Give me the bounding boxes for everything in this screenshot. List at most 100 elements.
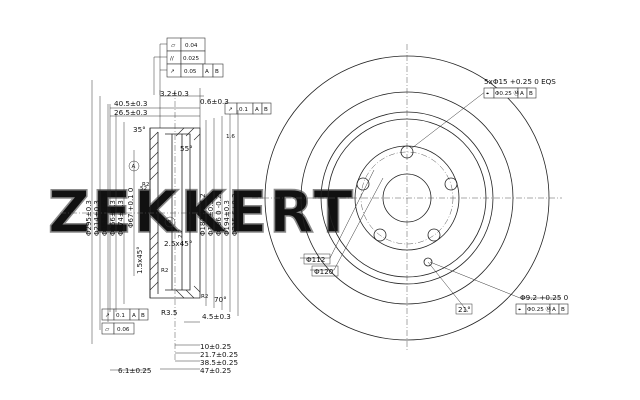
runout-side-ref-a: A — [255, 107, 259, 113]
bolt-hole-4 — [373, 228, 387, 242]
radius-4: R2 — [201, 294, 208, 300]
hole-position-value: Φ0.25 Ⓜ — [527, 305, 552, 313]
flatness-bottom-value: 0.06 — [117, 327, 130, 333]
small-dim-2-2: 2.2 — [178, 229, 184, 238]
hole-leader — [429, 261, 560, 299]
flatness-tolerance-frame-bottom: ▱ 0.06 — [101, 322, 135, 335]
left-dim-lines — [91, 80, 135, 344]
bore-label: Φ120 — [314, 267, 334, 276]
section-bottom-dimensions: 4.5±0.3 10±0.25 21.7±0.25 38.5±0.25 47±0… — [110, 312, 238, 375]
runout-side-value: 0.1 — [239, 107, 248, 113]
flatness-value: 0.04 — [185, 43, 198, 49]
bolt-hole-1 — [400, 145, 414, 159]
runout-tolerance-frame-top: ↗ 0.05 A B — [166, 63, 224, 78]
disc-front-view — [252, 44, 562, 352]
angle-box — [455, 303, 473, 315]
bore-leader — [310, 177, 384, 271]
dim-4-5: 4.5±0.3 — [202, 312, 231, 321]
dim-6-1: 6.1±0.25 — [118, 366, 151, 375]
dim-38-5: 38.5±0.25 — [200, 358, 238, 367]
angle-70: 70° — [214, 295, 227, 304]
dia-180: Φ180±0.3 — [207, 200, 215, 236]
dim-10: 10±0.25 — [200, 342, 231, 351]
hole-ref-a: A — [552, 307, 556, 313]
angle-35: 35° — [133, 125, 146, 134]
runout-bottom-value: 0.1 — [116, 313, 125, 319]
disc-cross-section: A B — [60, 90, 232, 360]
runout-side-ref-b: B — [264, 107, 268, 113]
datum-b-circle — [164, 216, 176, 228]
angle-label: 21° — [458, 305, 471, 314]
dia-166: Φ166±0.3 — [109, 200, 117, 236]
datum-b-label: B — [168, 220, 172, 226]
flatness-tolerance-frame: ▱ 0.04 — [166, 37, 206, 52]
parallelism-symbol: // — [170, 56, 174, 62]
bottom-dim-lines — [110, 321, 200, 371]
runout-bottom-ref-b: B — [141, 313, 145, 319]
runout-ref-b: B — [215, 69, 219, 75]
hole-ref-b: B — [561, 307, 565, 313]
hole-position-frame: ⌖ Φ0.25 Ⓜ A B — [515, 303, 569, 315]
front-view-labels: 5xΦ15 +0.25 0 EQS ⌖ Φ0.25 Ⓜ A B Φ112 Φ12… — [303, 77, 569, 315]
runout-value: 0.05 — [184, 69, 197, 75]
angle-leader — [427, 261, 469, 313]
flatness-symbol: ▱ — [171, 43, 176, 49]
dia-194: Φ194±0.3 — [223, 200, 231, 236]
dim-40-5: 40.5±0.3 — [114, 99, 147, 108]
vent-lines — [171, 134, 183, 290]
dia-67: Φ67 +0.1 0 — [127, 188, 135, 228]
dia-295: Φ295±0.3 — [85, 200, 93, 236]
right-dim-lines — [205, 110, 239, 316]
bolt-position-value: Φ0.25 Ⓜ — [495, 89, 520, 97]
locating-hole — [423, 257, 433, 267]
bolt-hole-5 — [356, 177, 370, 191]
dia-214: Φ214±0.3 — [93, 200, 101, 236]
friction-ring — [165, 133, 191, 291]
chamfer-2-5x45: 2.5x45° — [164, 239, 192, 248]
datum-a-label: A — [132, 164, 136, 170]
flatness-bottom-symbol: ▱ — [105, 327, 110, 333]
runout-tolerance-frame-side: ↗ 0.1 A B — [224, 102, 272, 115]
tolerance-frame-group-top: ▱ 0.04 // 0.025 ↗ 0.05 A B — [166, 37, 224, 78]
section-left-diameters: Φ295±0.3 Φ214±0.3 Φ196.5±0.3 Φ166±0.3 Φ1… — [85, 80, 135, 344]
small-dim-1-6: 1.6 — [226, 134, 235, 140]
dim-26-5: 26.5±0.3 — [114, 108, 147, 117]
tolerance-frame-group-bottom: ↗ 0.1 A B ▱ 0.06 — [101, 308, 149, 335]
dia-215-6: Φ215.6±0.3 — [231, 193, 239, 236]
dim-21-7: 21.7±0.25 — [200, 350, 238, 359]
parallelism-value: 0.025 — [183, 56, 199, 62]
top-dim-lines — [110, 95, 204, 117]
front-view-axes — [252, 44, 562, 352]
radius-1: R2 — [142, 182, 149, 188]
bolt-hole-3 — [427, 228, 441, 242]
runout-symbol: ↗ — [170, 69, 175, 75]
bolt-position-frame: ⌖ Φ0.25 Ⓜ A B — [483, 87, 537, 99]
section-hatching — [149, 127, 201, 299]
dia-186: Φ186 0 -0.25 — [215, 190, 223, 236]
section-top-dimensions: 3.2±0.3 0.6±0.3 40.5±0.3 26.5±0.3 — [109, 88, 229, 312]
dia-184-1: Φ184.1±0.2 — [199, 193, 207, 236]
runout-bottom-ref-a: A — [132, 313, 136, 319]
top-extension-lines — [109, 88, 201, 312]
dim-47: 47±0.25 — [200, 366, 231, 375]
position-symbol: ⌖ — [486, 91, 490, 97]
dia-174: Φ174±0.3 — [117, 200, 125, 236]
parallelism-tolerance-frame: // 0.025 — [166, 50, 206, 65]
runout-side-symbol: ↗ — [228, 107, 233, 113]
bore-box — [311, 265, 339, 277]
section-annotations: 35° 55° 70° 2.5x45° 1.5x45° R2 R2 R3.5 R… — [133, 125, 235, 317]
bolt-pattern-label: 5xΦ15 +0.25 0 EQS — [484, 77, 556, 86]
hole-position-symbol: ⌖ — [518, 307, 522, 313]
angle-55: 55° — [180, 144, 193, 153]
section-right-diameters: Φ184.1±0.2 Φ180±0.3 Φ186 0 -0.25 Φ194±0.… — [199, 110, 239, 316]
bolt-ref-a: A — [520, 91, 524, 97]
hole-label: Φ9.2 +0.25 0 — [520, 293, 569, 302]
radius-3-5: R3.5 — [161, 308, 177, 317]
bolt-ref-b: B — [529, 91, 533, 97]
dia-196-5: Φ196.5±0.3 — [101, 193, 109, 236]
chamfer-1-5x45: 1.5x45° — [136, 246, 144, 274]
radius-2: R2 — [161, 268, 168, 274]
dim-3-2: 3.2±0.3 — [160, 89, 189, 98]
small-dim-52: 52 — [140, 186, 147, 192]
